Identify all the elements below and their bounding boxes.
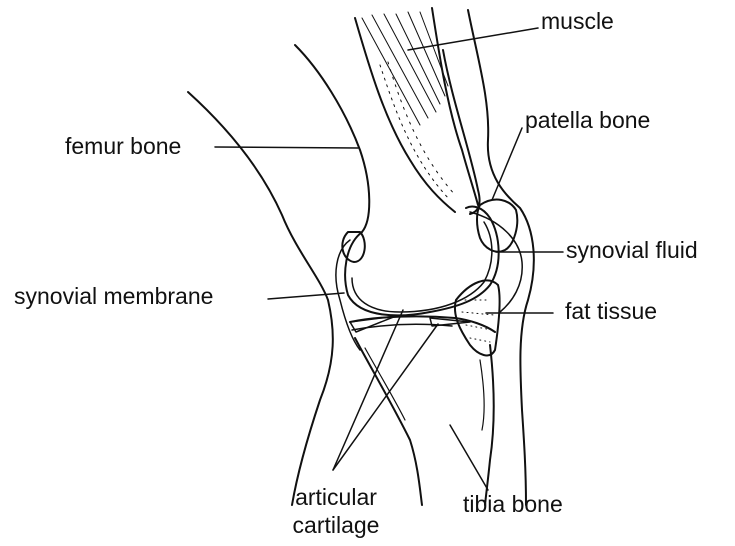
label-synovial-membrane: synovial membrane [14, 283, 213, 309]
label-articular-cartilage-line1: articular [284, 484, 388, 510]
muscle-fibre-3 [384, 14, 436, 112]
leader-synovial-membrane [268, 293, 344, 299]
tibia-shaft-back [355, 338, 422, 505]
label-patella-bone: patella bone [525, 107, 650, 133]
fat-tissue-pad [455, 280, 500, 355]
muscle-band-back [355, 18, 455, 212]
leader-articular-2 [333, 324, 438, 470]
label-femur-bone: femur bone [65, 133, 181, 159]
skin-outline-front [468, 10, 534, 505]
tibia-inner-front [480, 360, 484, 430]
label-fat-tissue: fat tissue [565, 298, 657, 324]
femur-cartilage-cap [352, 222, 492, 312]
label-tibia-bone: tibia bone [463, 491, 563, 517]
patella-bone [477, 200, 517, 252]
leader-articular-1 [333, 310, 403, 470]
muscle-fibre-4 [396, 14, 440, 104]
tibia-shaft-front [485, 345, 494, 505]
label-articular-cartilage-line2: cartilage [284, 512, 388, 538]
leader-tibia [450, 425, 488, 490]
femur-shaft-back [295, 45, 369, 232]
femur-condyle [345, 207, 498, 316]
label-synovial-fluid: synovial fluid [566, 237, 698, 263]
leader-femur [215, 147, 358, 148]
tendon-speckle [380, 65, 450, 200]
label-muscle: muscle [541, 8, 614, 34]
tendon-speckle-2 [388, 62, 456, 196]
synovial-membrane-pouch [342, 232, 364, 262]
leader-patella [492, 128, 522, 200]
muscle-band-front [432, 8, 478, 205]
